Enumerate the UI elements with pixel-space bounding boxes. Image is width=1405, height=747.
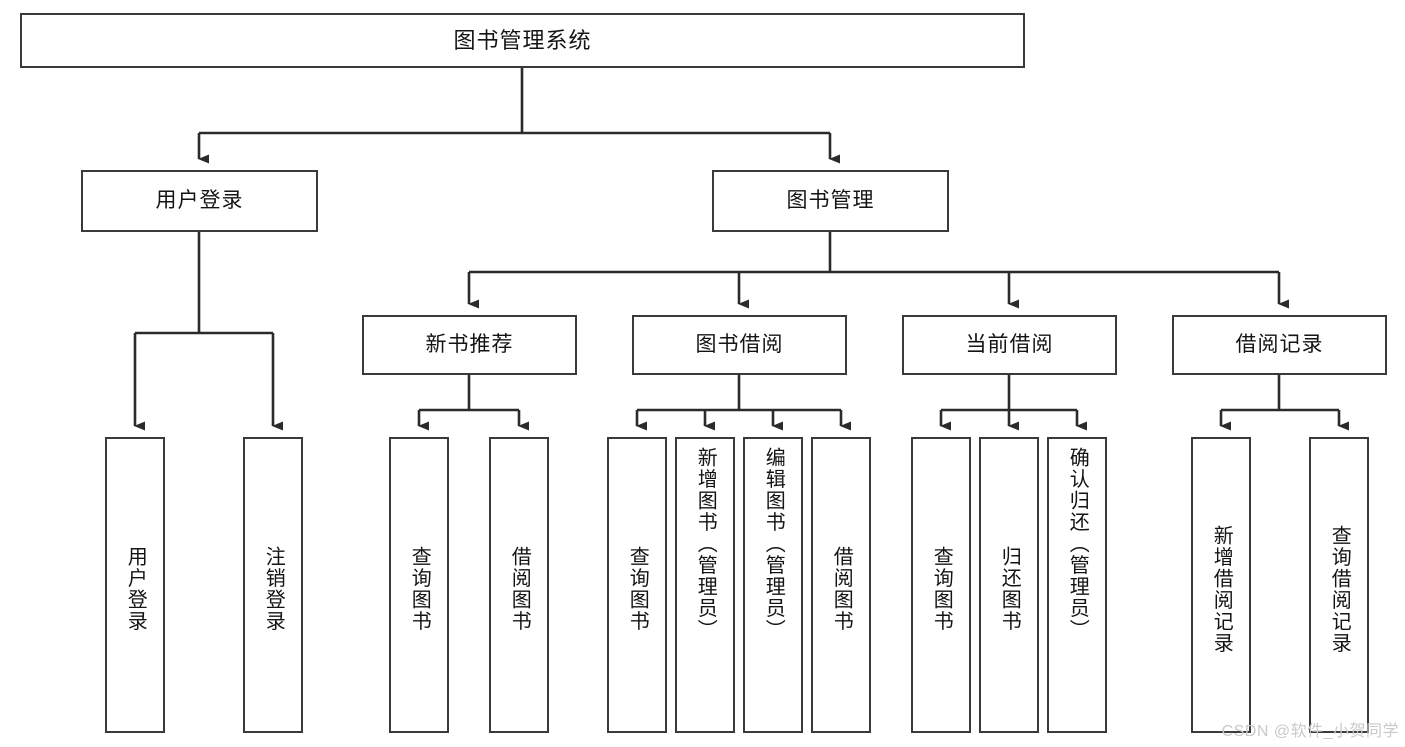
leaf-book-borrow-0[interactable]: 查询图书: [607, 437, 667, 733]
node-label: 用户登录: [155, 188, 244, 212]
node-current-borrow[interactable]: 当前借阅: [902, 315, 1117, 375]
node-label: 图书管理: [786, 188, 875, 212]
leaf-book-borrow-3[interactable]: 借阅图书: [811, 437, 871, 733]
leaf-borrow-record-1[interactable]: 查询借阅记录: [1309, 437, 1369, 733]
leaf-book-borrow-1[interactable]: 新增图书（管理员）: [675, 437, 735, 733]
node-book-management[interactable]: 图书管理: [712, 170, 949, 232]
leaf-label: 注销登录: [262, 546, 285, 632]
leaf-label: 查询图书: [626, 546, 649, 632]
leaf-current-borrow-1[interactable]: 归还图书: [979, 437, 1039, 733]
leaf-book-borrow-2[interactable]: 编辑图书（管理员）: [743, 437, 803, 733]
leaf-label: 用户登录: [124, 546, 147, 632]
leaf-label: 查询图书: [930, 546, 953, 632]
node-root-book-management-system[interactable]: 图书管理系统: [20, 13, 1025, 68]
node-label: 图书借阅: [695, 332, 784, 356]
node-new-book-recommendation[interactable]: 新书推荐: [362, 315, 577, 375]
leaf-label: 确认归还（管理员）: [1066, 447, 1089, 641]
node-label: 借阅记录: [1235, 332, 1324, 356]
leaf-user-login-0[interactable]: 用户登录: [105, 437, 165, 733]
node-user-login[interactable]: 用户登录: [81, 170, 318, 232]
leaf-label: 借阅图书: [830, 546, 853, 632]
node-label: 图书管理系统: [453, 27, 592, 53]
leaf-label: 新增借阅记录: [1210, 524, 1233, 654]
leaf-new-book-recommend-0[interactable]: 查询图书: [389, 437, 449, 733]
node-label: 当前借阅: [965, 332, 1054, 356]
leaf-label: 归还图书: [998, 546, 1021, 632]
leaf-current-borrow-0[interactable]: 查询图书: [911, 437, 971, 733]
leaf-current-borrow-2[interactable]: 确认归还（管理员）: [1047, 437, 1107, 733]
leaf-label: 新增图书（管理员）: [694, 447, 717, 641]
leaf-label: 编辑图书（管理员）: [762, 447, 785, 641]
leaf-user-login-1[interactable]: 注销登录: [243, 437, 303, 733]
leaf-label: 借阅图书: [508, 546, 531, 632]
leaf-label: 查询图书: [408, 546, 431, 632]
node-borrow-record[interactable]: 借阅记录: [1172, 315, 1387, 375]
node-label: 新书推荐: [425, 332, 514, 356]
node-book-borrow[interactable]: 图书借阅: [632, 315, 847, 375]
leaf-new-book-recommend-1[interactable]: 借阅图书: [489, 437, 549, 733]
leaf-label: 查询借阅记录: [1328, 524, 1351, 654]
leaf-borrow-record-0[interactable]: 新增借阅记录: [1191, 437, 1251, 733]
